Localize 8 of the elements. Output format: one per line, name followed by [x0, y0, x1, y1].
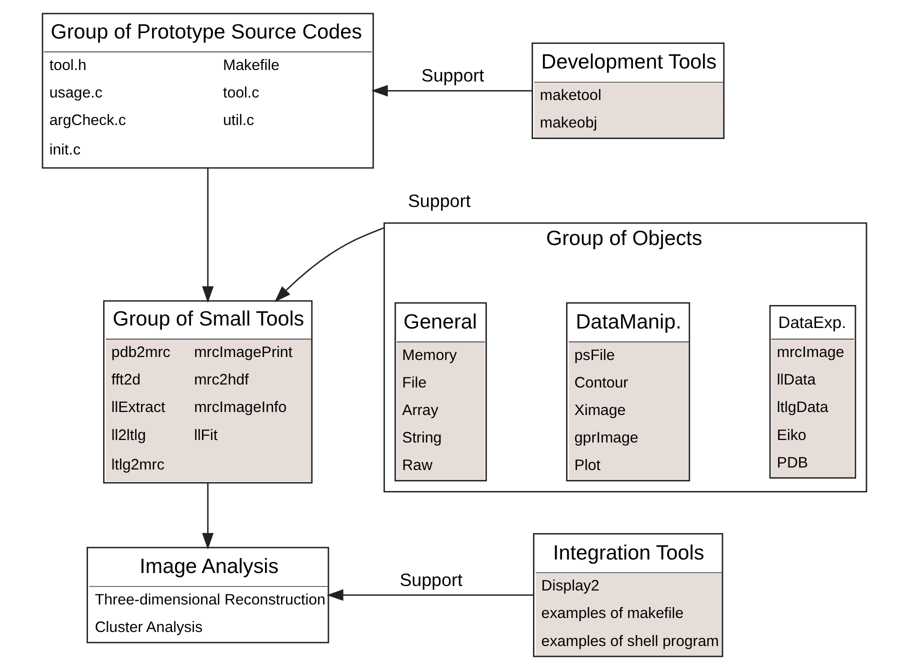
- arrow: [202, 168, 214, 303]
- arrow: [326, 589, 534, 601]
- arrow: [274, 227, 384, 302]
- arrow: [371, 84, 532, 97]
- edge-label: Support: [408, 191, 471, 212]
- arrow: [202, 482, 214, 550]
- edge-label: Support: [400, 570, 462, 590]
- edge-label: Support: [421, 66, 484, 86]
